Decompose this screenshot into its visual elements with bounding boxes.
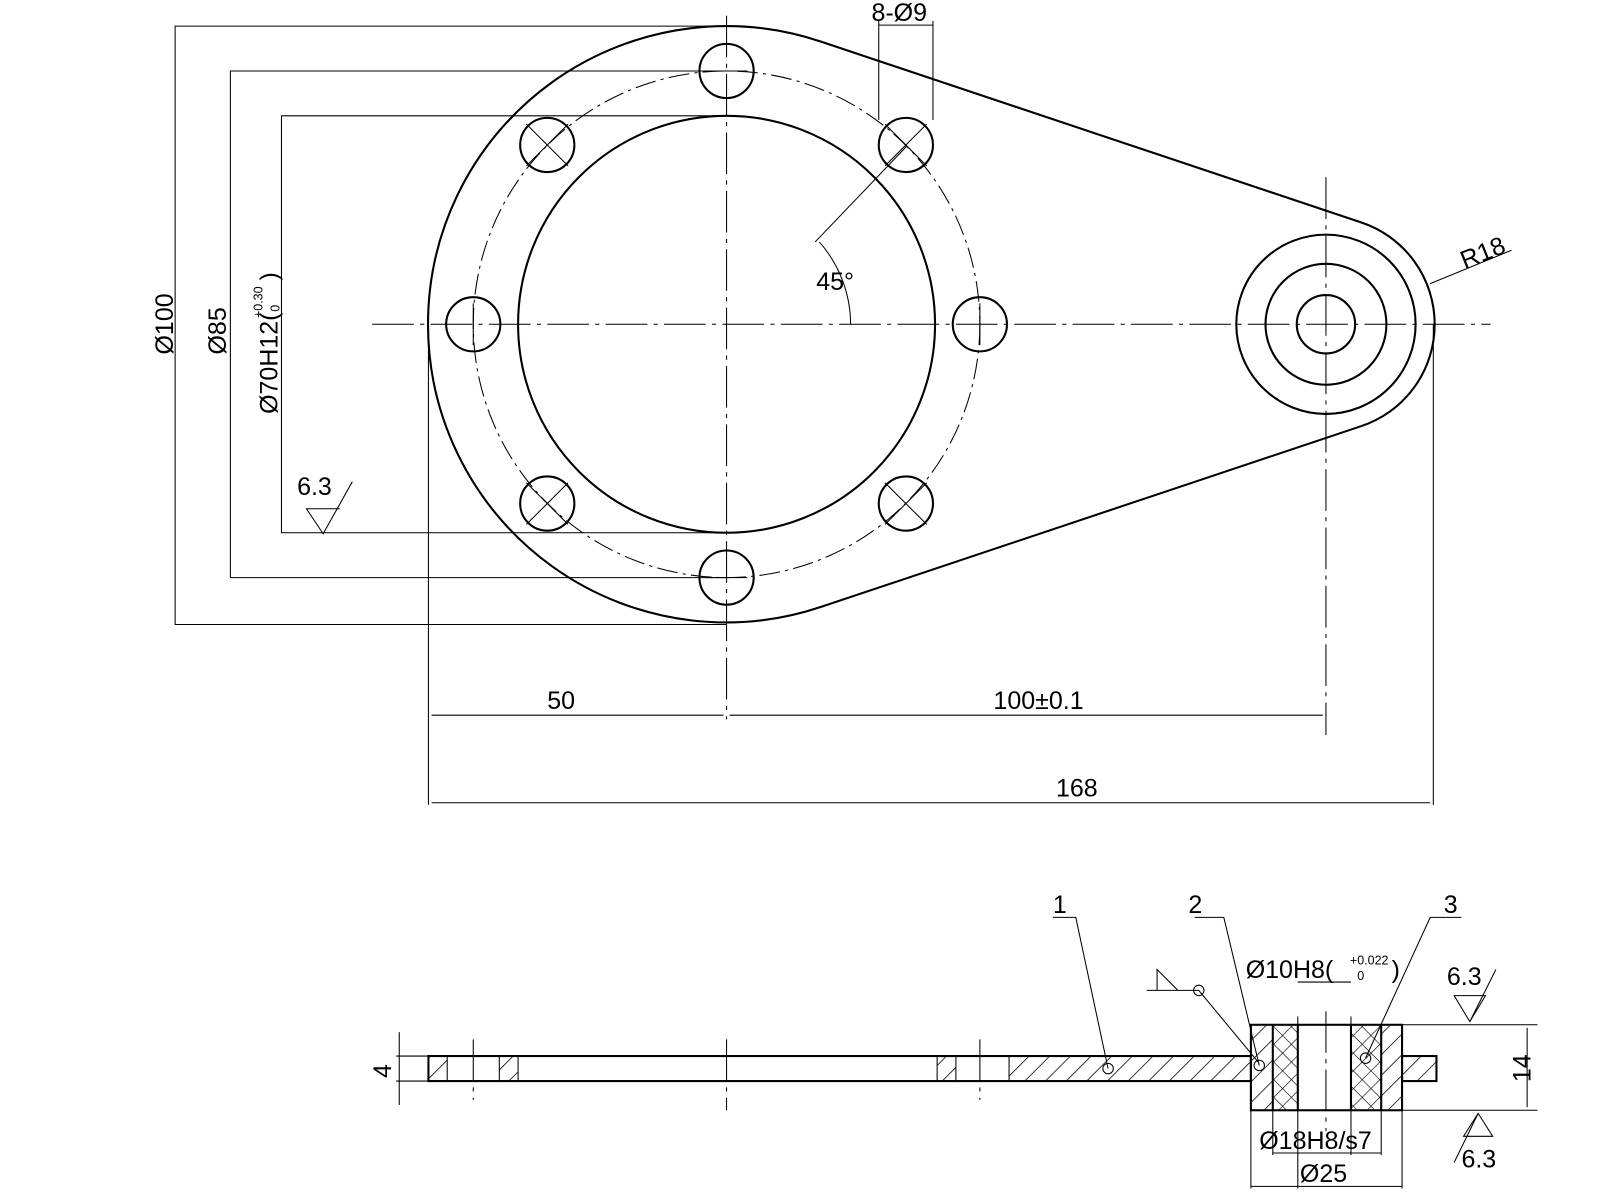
radius-label: R18 [1456,231,1509,274]
dimension-lines [174,20,1512,805]
top-view: 8-Ø9 45° R18 Ø100 Ø85 Ø70H12( +0.30 0 ) … [151,0,1512,805]
bore-close: ) [1392,956,1400,984]
dim-100: 100±0.1 [993,687,1083,715]
thickness-dim: 4 [369,1064,397,1078]
section-view: 4 14 1 2 3 Ø10H8( +0.022 0 ) Ø18H8/s7 Ø2… [369,891,1538,1189]
dia-pitch-label: Ø85 [204,307,232,354]
fit-label: Ø18H8/s7 [1259,1127,1372,1155]
centerlines [372,15,1491,735]
dia-bore-close: ) [255,272,283,280]
roughness-bottom: 6.3 [1461,1146,1496,1174]
outer-dia-label: Ø25 [1300,1160,1347,1188]
part-3-label: 3 [1444,891,1458,919]
part-2-label: 2 [1188,891,1202,919]
dia-outer-label: Ø100 [151,293,179,354]
angle-label: 45° [816,268,854,296]
bore-label: Ø10H8( [1246,956,1334,984]
dia-bore-tol-lower: 0 [268,305,282,312]
roughness-label: 6.3 [297,473,332,501]
height-dim: 14 [1508,1054,1536,1082]
dia-bore-label: Ø70H12( [255,312,283,414]
part-1-label: 1 [1053,891,1067,919]
bore-tol-upper: +0.022 [1350,953,1389,967]
part-outline [427,25,1436,624]
roughness-top: 6.3 [1447,963,1482,991]
dia-bore-tol-upper: +0.30 [252,286,266,318]
dim-168: 168 [1056,774,1098,802]
dim-50: 50 [547,687,575,715]
holes-label: 8-Ø9 [871,0,927,27]
bore-tol-lower: 0 [1357,969,1364,983]
